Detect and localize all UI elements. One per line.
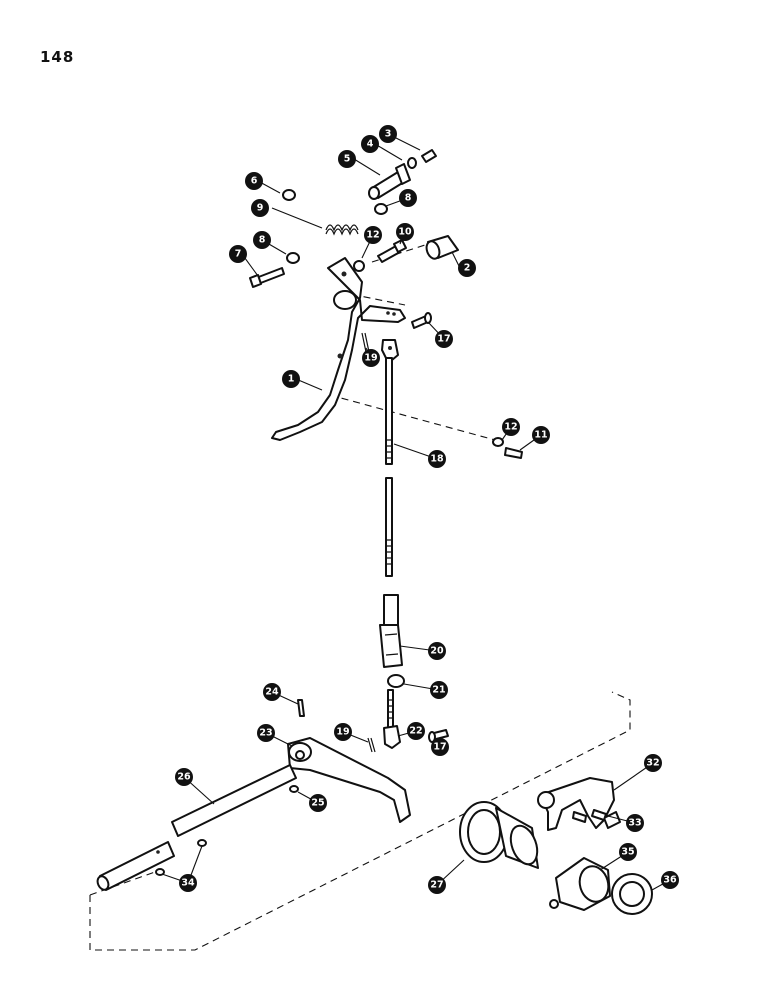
svg-text:27: 27: [430, 880, 443, 891]
svg-text:22: 22: [409, 726, 422, 737]
callout-3: 3: [379, 125, 397, 143]
lower-clevis-rod: [383, 689, 401, 749]
callout-17-upper: 17: [435, 330, 453, 348]
svg-text:26: 26: [177, 772, 191, 783]
callout-32: 32: [644, 754, 662, 772]
callout-5: 5: [338, 150, 356, 168]
svg-text:24: 24: [265, 687, 279, 698]
callout-12-lower: 12: [502, 418, 520, 436]
svg-text:6: 6: [251, 176, 258, 187]
pivot-pin-assembly: [368, 149, 437, 200]
callout-20: 20: [428, 642, 446, 660]
callout-10: 10: [396, 223, 414, 241]
callout-18: 18: [428, 450, 446, 468]
cross-shaft-lever: [287, 737, 411, 823]
woodruff-keys-34: [155, 839, 207, 876]
svg-text:12: 12: [504, 422, 517, 433]
svg-text:21: 21: [432, 685, 445, 696]
svg-text:25: 25: [311, 798, 324, 809]
jam-nut: [387, 674, 405, 688]
callout-27: 27: [428, 876, 446, 894]
callout-8-upper: 8: [399, 189, 417, 207]
callout-19-upper: 19: [362, 349, 380, 367]
bearing-carrier: [459, 801, 539, 869]
callout-33: 33: [626, 814, 644, 832]
bolt-10: [377, 239, 407, 263]
clevis-pin-upper: [411, 312, 432, 329]
svg-text:11: 11: [534, 430, 547, 441]
svg-text:18: 18: [430, 454, 444, 465]
svg-text:34: 34: [181, 878, 195, 889]
callout-26: 26: [175, 768, 193, 786]
svg-text:2: 2: [464, 263, 471, 274]
callout-9: 9: [251, 199, 269, 217]
turnbuckle: [379, 594, 403, 668]
svg-text:35: 35: [621, 847, 634, 858]
bearing-race: [611, 873, 653, 915]
svg-text:1: 1: [288, 374, 295, 385]
svg-text:8: 8: [405, 193, 412, 204]
callout-8-lower: 8: [253, 231, 271, 249]
callout-24: 24: [263, 683, 281, 701]
clutch-rod: [381, 339, 399, 577]
svg-text:8: 8: [259, 235, 266, 246]
svg-text:7: 7: [235, 249, 242, 260]
roll-pin: [297, 699, 305, 717]
page-number: 148: [40, 48, 75, 66]
callout-23: 23: [257, 724, 275, 742]
svg-text:9: 9: [257, 203, 264, 214]
svg-text:17: 17: [437, 334, 450, 345]
bolt-7: [249, 267, 285, 288]
svg-text:33: 33: [628, 818, 641, 829]
svg-text:4: 4: [367, 139, 374, 150]
callout-21: 21: [430, 681, 448, 699]
bushing: [425, 235, 459, 260]
pedal-lever: [271, 257, 406, 441]
callout-2: 2: [458, 259, 476, 277]
cotter-pin-upper: [361, 332, 370, 353]
callout-34: 34: [179, 874, 197, 892]
callout-7: 7: [229, 245, 247, 263]
svg-text:5: 5: [344, 154, 351, 165]
cross-shaft: [96, 764, 297, 891]
svg-text:17: 17: [433, 742, 446, 753]
callout-35: 35: [619, 843, 637, 861]
assembly-lines: [89, 244, 631, 951]
bolt-11-nut-12: [492, 437, 523, 459]
clevis-pin-lower: [428, 729, 449, 743]
callout-19-lower: 19: [334, 723, 352, 741]
callout-17-lower: 17: [431, 738, 449, 756]
svg-text:36: 36: [663, 875, 677, 886]
svg-text:23: 23: [259, 728, 272, 739]
svg-text:32: 32: [646, 758, 659, 769]
callout-1: 1: [282, 370, 300, 388]
woodruff-key-25: [289, 785, 299, 793]
svg-text:12: 12: [366, 230, 379, 241]
svg-text:10: 10: [398, 227, 412, 238]
callout-22: 22: [407, 722, 425, 740]
release-bearing: [549, 857, 611, 911]
cotter-pin-lower: [367, 737, 376, 753]
callout-25: 25: [309, 794, 327, 812]
callout-4: 4: [361, 135, 379, 153]
callout-11: 11: [532, 426, 550, 444]
svg-text:20: 20: [430, 646, 444, 657]
callout-36: 36: [661, 871, 679, 889]
release-fork: [537, 777, 621, 831]
svg-text:3: 3: [385, 129, 392, 140]
callout-6: 6: [245, 172, 263, 190]
svg-text:19: 19: [336, 727, 349, 738]
svg-text:19: 19: [364, 353, 377, 364]
nuts-upper: [282, 189, 388, 272]
return-spring: [325, 224, 359, 236]
callout-12-upper: 12: [364, 226, 382, 244]
